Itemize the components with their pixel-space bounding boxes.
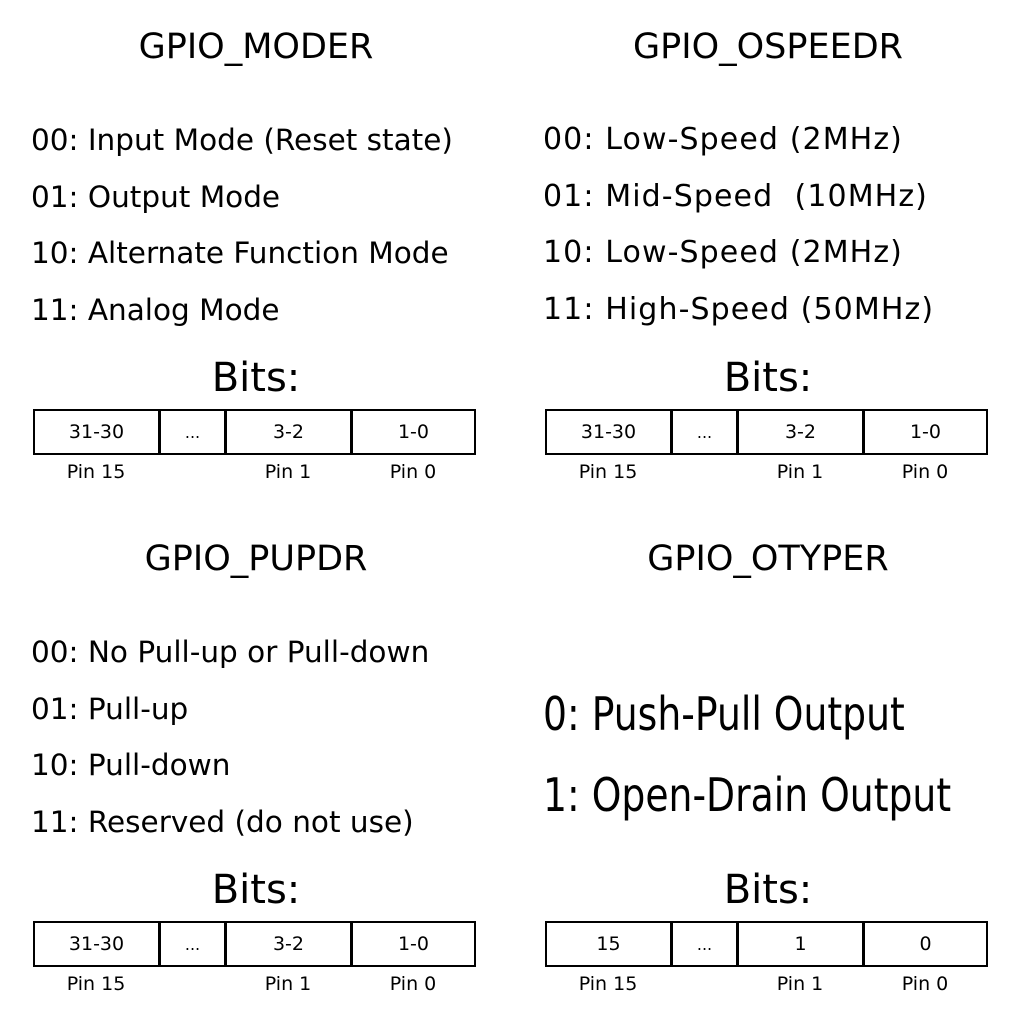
bits-label: Bits: <box>723 867 813 913</box>
register-cell: 1 <box>739 923 865 965</box>
bit-definitions-list: 00: No Pull-up or Pull-down 01: Pull-up … <box>31 624 429 850</box>
pin-label: Pin 15 <box>578 461 638 483</box>
panel-gpio-otyper: GPIO_OTYPER 0: Push-Pull Output 1: Open-… <box>512 512 1024 1024</box>
panel-gpio-moder: GPIO_MODER 00: Input Mode (Reset state) … <box>0 0 512 512</box>
panel-gpio-pupdr: GPIO_PUPDR 00: No Pull-up or Pull-down 0… <box>0 512 512 1024</box>
pin-label: Pin 15 <box>66 973 126 995</box>
register-bit-field: 31-30 ... 3-2 1-0 <box>545 409 988 455</box>
pin-label: Pin 0 <box>901 461 949 483</box>
register-bit-field: 31-30 ... 3-2 1-0 <box>33 921 476 967</box>
register-cell: 31-30 <box>35 923 161 965</box>
pin-label: Pin 1 <box>264 461 312 483</box>
pin-label: Pin 0 <box>389 973 437 995</box>
pin-label: Pin 1 <box>776 461 824 483</box>
register-title: GPIO_OTYPER <box>647 539 889 579</box>
bit-definitions-list: 00: Input Mode (Reset state) 01: Output … <box>31 112 453 338</box>
bit-definition: 10: Low-Speed (2MHz) <box>543 235 903 270</box>
bit-definition: 10: Pull-down <box>31 748 231 782</box>
register-cell: 0 <box>919 933 932 955</box>
bit-definition: 01: Mid-Speed (10MHz) <box>543 178 928 214</box>
register-cell-ellipsis: ... <box>161 923 227 965</box>
register-cell: 31-30 <box>35 411 161 453</box>
bit-definitions-list: 00: Low-Speed (2MHz) 01: Mid-Speed (10MH… <box>543 112 934 338</box>
pin-label: Pin 1 <box>264 973 312 995</box>
register-cell: 3-2 <box>227 411 353 453</box>
pin-label: Pin 0 <box>389 461 437 483</box>
panel-gpio-ospeedr: GPIO_OSPEEDR 00: Low-Speed (2MHz) 01: Mi… <box>512 0 1024 512</box>
bit-definition: 0: Push-Pull Output <box>543 687 905 741</box>
bits-label: Bits: <box>211 355 301 401</box>
bit-definition: 11: Reserved (do not use) <box>31 804 414 839</box>
register-cell: 1-0 <box>909 421 942 443</box>
pin-label: Pin 1 <box>776 973 824 995</box>
bit-definition: 11: High-Speed (50MHz) <box>543 291 935 327</box>
bit-definition: 1: Open-Drain Output <box>543 768 952 822</box>
register-bit-field: 31-30 ... 3-2 1-0 <box>33 409 476 455</box>
bit-definition: 00: Input Mode (Reset state) <box>31 123 453 157</box>
pin-label: Pin 15 <box>66 461 126 483</box>
bit-definition: 11: Analog Mode <box>31 292 280 327</box>
bit-definition: 01: Output Mode <box>31 179 281 214</box>
register-cell: 15 <box>547 923 673 965</box>
bit-definition: 00: Low-Speed (2MHz) <box>543 122 903 157</box>
pin-label: Pin 15 <box>578 973 638 995</box>
pin-label: Pin 0 <box>901 973 949 995</box>
register-cell: 3-2 <box>227 923 353 965</box>
register-cell: 1-0 <box>397 933 430 955</box>
bit-definition: 01: Pull-up <box>31 691 189 726</box>
bit-definitions-list: 0: Push-Pull Output 1: Open-Drain Output <box>543 674 1024 836</box>
register-cell-ellipsis: ... <box>673 923 739 965</box>
bit-definition: 00: No Pull-up or Pull-down <box>31 635 430 669</box>
register-cell-ellipsis: ... <box>673 411 739 453</box>
register-cell: 3-2 <box>739 411 865 453</box>
register-title: GPIO_PUPDR <box>144 539 368 579</box>
register-title: GPIO_MODER <box>138 27 374 67</box>
register-cell: 31-30 <box>547 411 673 453</box>
register-title: GPIO_OSPEEDR <box>633 27 903 67</box>
bits-label: Bits: <box>723 355 813 401</box>
register-cell-ellipsis: ... <box>161 411 227 453</box>
bit-definition: 10: Alternate Function Mode <box>31 236 449 270</box>
register-bit-field: 15 ... 1 0 <box>545 921 988 967</box>
bits-label: Bits: <box>211 867 301 913</box>
register-cell: 1-0 <box>397 421 430 443</box>
